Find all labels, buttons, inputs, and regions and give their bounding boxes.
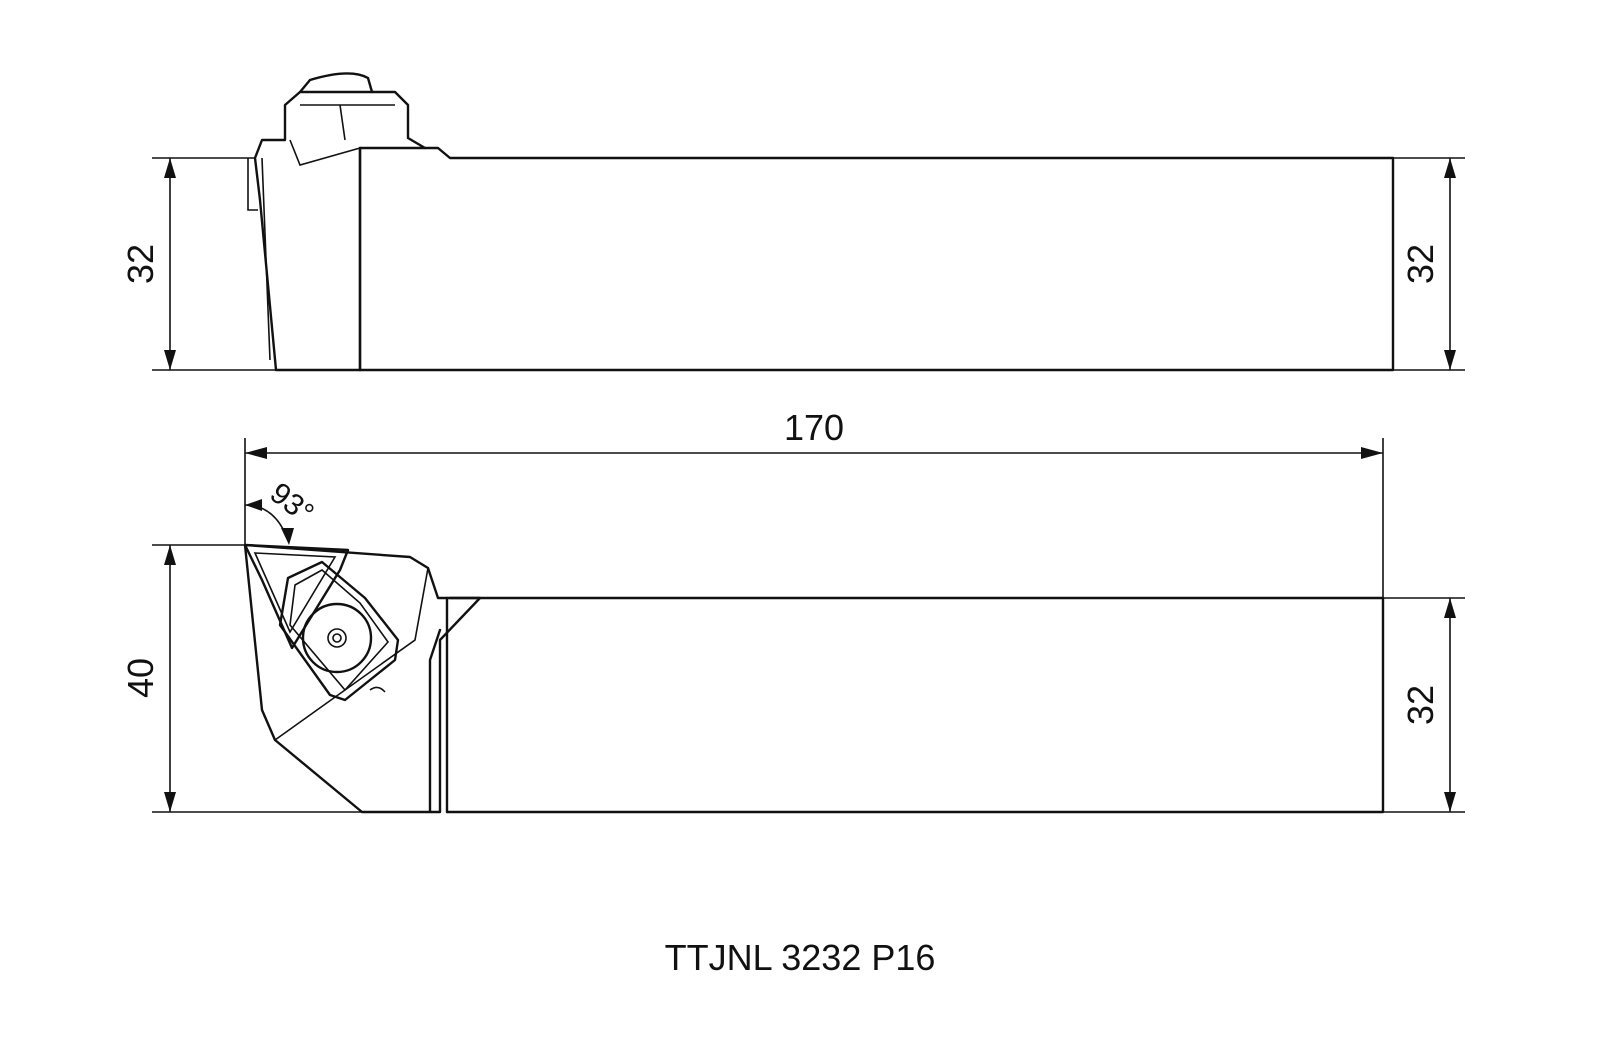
side-view-clamp — [298, 72, 374, 94]
dim-head-width: 40 — [120, 658, 161, 698]
top-view-head-chamfer — [274, 567, 429, 741]
top-view-shank-outline — [445, 596, 1385, 814]
top-view-clamp-inner — [289, 569, 390, 692]
arrow-icon — [1361, 447, 1383, 459]
arrow-icon — [1444, 792, 1456, 812]
arrow-icon — [1444, 158, 1456, 178]
side-view: 32 32 — [120, 72, 1465, 372]
arrow-icon — [1444, 598, 1456, 618]
arrow-icon — [164, 350, 176, 370]
top-view: 93° 40 32 — [120, 477, 1465, 814]
dim-overall-length: 170 — [784, 407, 844, 448]
side-view-shank-outline — [358, 146, 1395, 372]
dim-approach-angle: 93° — [264, 477, 320, 531]
arrow-icon — [164, 545, 176, 565]
length-dimension: 170 — [244, 407, 1384, 812]
top-view-insert — [243, 543, 350, 650]
top-view-insert-inner — [253, 552, 337, 634]
arrow-icon — [1444, 350, 1456, 370]
dim-shank-width: 32 — [1400, 685, 1441, 725]
arrow-icon — [281, 528, 294, 545]
drawing-title: TTJNL 3232 P16 — [664, 937, 936, 978]
top-view-head-outline — [243, 543, 482, 814]
dim-side-height-right: 32 — [1400, 244, 1441, 284]
arrow-icon — [245, 499, 262, 511]
side-view-head-outline — [253, 90, 427, 372]
arrow-icon — [164, 158, 176, 178]
side-view-insert-edge — [247, 157, 271, 361]
dim-side-height-left: 32 — [120, 244, 161, 284]
arrow-icon — [245, 447, 267, 459]
arrow-icon — [164, 792, 176, 812]
screw-center-icon — [332, 633, 342, 643]
clamp-screw-icon — [301, 602, 373, 674]
side-view-clamp-detail — [289, 104, 395, 166]
screw-socket-icon — [327, 628, 347, 648]
clamp-pin — [369, 686, 386, 693]
top-view-clamp — [278, 560, 400, 702]
